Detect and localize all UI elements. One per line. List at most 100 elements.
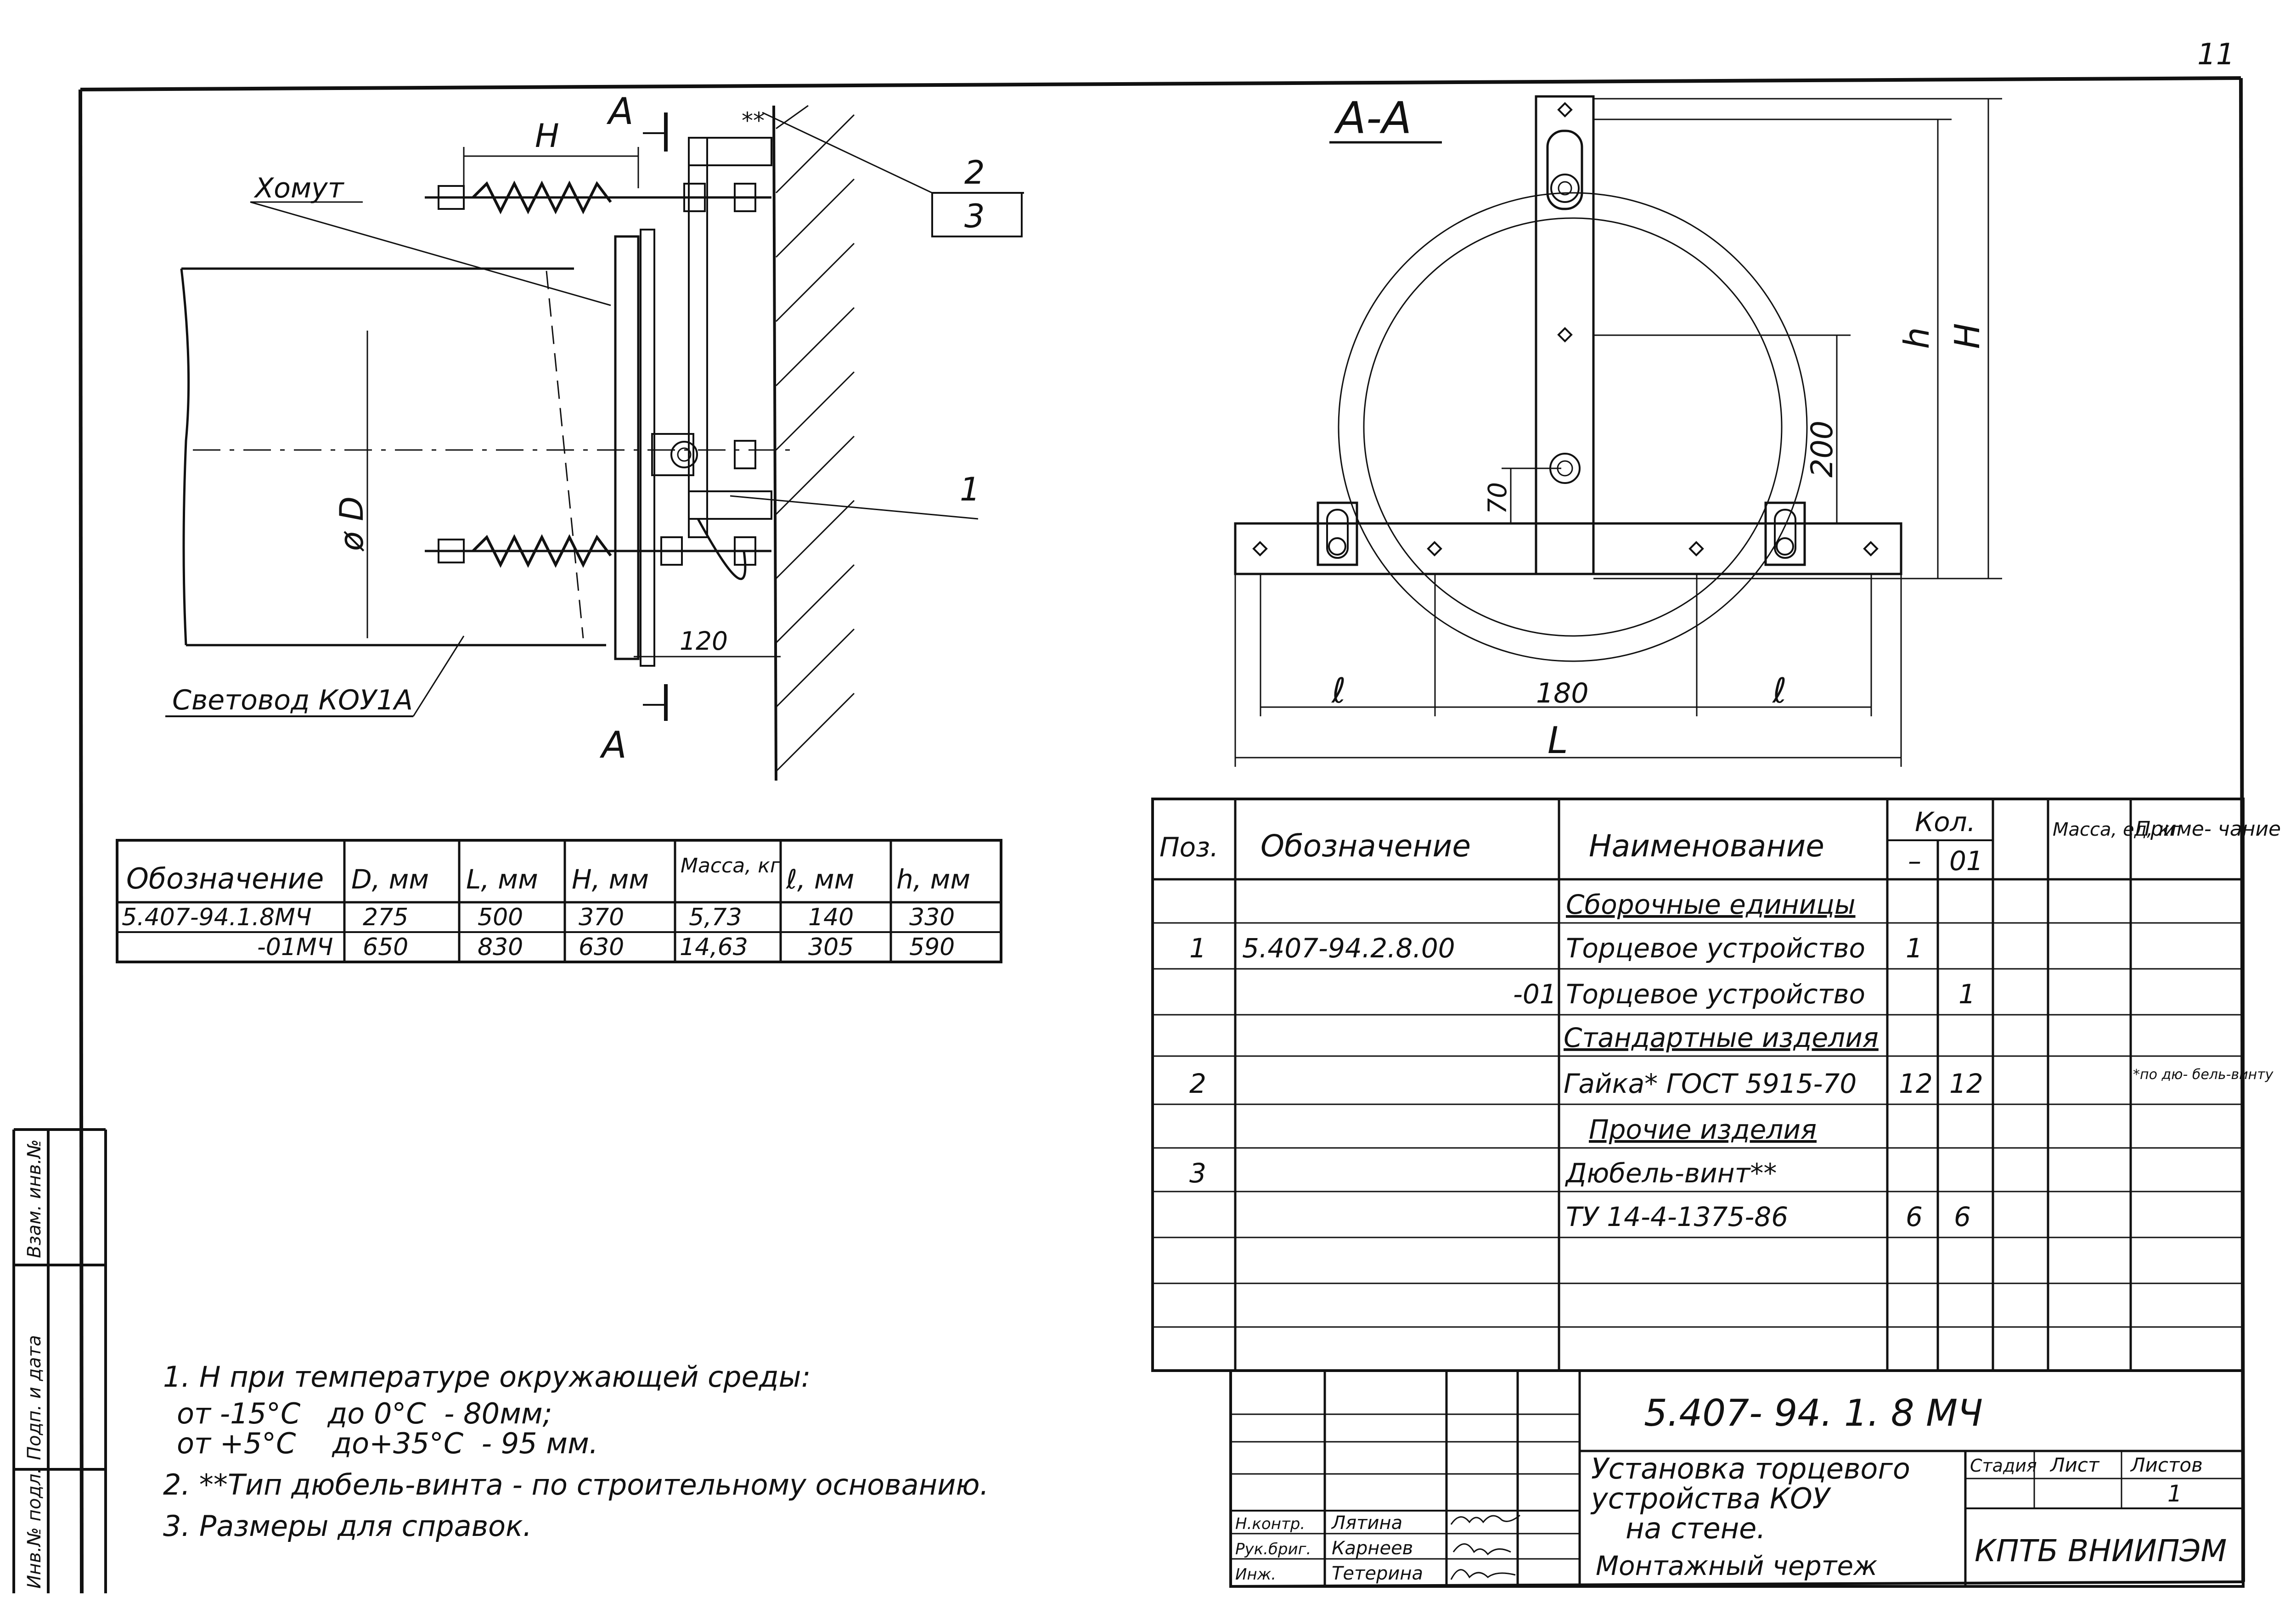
size-cell: 650 [363,933,408,961]
person-name: Тетерина [1332,1563,1423,1584]
spec-pos: 2 [1189,1068,1206,1099]
spec-qty: 1 [1906,933,1923,964]
sheets-value: 1 [2167,1480,2182,1507]
section-mark-top: A [606,90,634,133]
note-line: 1. H при температуре окружающей среды: [163,1360,810,1394]
spec-name: Гайка* ГОСТ 5915-70 [1564,1068,1857,1099]
spec-row: Прочие изделия [1589,1114,1817,1145]
role-label: Рук.бриг. [1235,1540,1311,1558]
spec-row: 1 5.407-94.2.8.00 Торцевое устройство 1 [1189,933,1923,964]
table-row: 5.407-94.1.8МЧ 275 500 370 5,73 140 330 [122,904,955,931]
title-block: 5.407- 94. 1. 8 МЧ Установка торцевого у… [1229,1369,2245,1588]
person-name: Карнеев [1332,1538,1413,1559]
note-line: от +5°С до+35°С - 95 мм. [177,1427,598,1460]
size-cell: 275 [363,904,408,931]
section-aa-view: А-А h H 200 70 [1234,93,2002,767]
dim-l-left: ℓ [1331,670,1346,711]
section-title: А-А [1334,93,1412,144]
dim-H-section: H [1947,323,1987,349]
size-col-H: H, мм [572,864,649,895]
size-cell: 630 [579,933,624,961]
spec-designation: 5.407-94.2.8.00 [1242,933,1455,964]
stamp-podp-data: Подп. и дата [24,1335,45,1460]
spec-name: Торцевое устройство [1566,978,1865,1010]
section-mark-bottom: A [599,724,627,766]
size-cell: 500 [478,904,523,931]
spec-row: -01 Торцевое устройство 1 [1513,978,1975,1010]
size-cell: 830 [478,933,523,961]
size-cell: 140 [808,904,854,931]
doc-title-line2: устройства КОУ [1590,1482,1832,1515]
pipe-circle-inner [1363,217,1783,637]
spec-qty: 1 [1958,978,1975,1010]
callout-2: 2 [964,154,985,191]
sheet-label: Лист [2049,1454,2100,1476]
size-col-mass: Масса, кг [681,854,781,877]
sheets-label: Листов [2130,1454,2203,1476]
doc-number: 5.407- 94. 1. 8 МЧ [1644,1392,1983,1434]
callout-1: 1 [960,471,980,508]
horizontal-strip [1234,522,1902,575]
role-label: Инж. [1235,1565,1276,1584]
spec-pos: 1 [1189,933,1206,964]
dim-70: 70 [1483,482,1512,514]
size-col-designation: Обозначение [126,862,324,895]
spec-col-qty: Кол. [1915,806,1975,838]
label-khomut: Хомут [253,172,345,204]
doc-title-line1: Установка торцевого [1591,1452,1910,1485]
role-label: Н.контр. [1235,1515,1305,1533]
dim-120: 120 [680,626,728,656]
doc-title-line4: Монтажный чертеж [1596,1550,1877,1581]
callout-3: 3 [964,197,985,235]
size-cell: 370 [579,904,624,931]
pipe-circle-outer [1338,192,1808,662]
spec-qty: 6 [1906,1201,1923,1232]
signature-1 [1450,1514,1520,1525]
spec-table: Поз. Обозначение Наименование Кол. – 01 … [1151,798,2281,1372]
size-col-l: ℓ, мм [786,864,854,895]
dim-l-right: ℓ [1772,670,1787,711]
vertical-strip [1535,95,1595,575]
spec-pos: 3 [1189,1158,1206,1189]
spec-col-qty-01: 01 [1949,845,1983,877]
dim-200: 200 [1805,421,1840,478]
size-cell: 305 [808,933,854,961]
spec-col-designation: Обозначение [1261,828,1471,864]
side-stamp: Инв.№ подл. Подп. и дата Взам. инв.№ [12,1128,107,1593]
dim-L: L [1548,719,1568,762]
dim-h: h [1896,327,1937,349]
spec-col-mass: Масса, ед, кг [2053,819,2180,840]
person-name: Лятина [1331,1512,1402,1534]
size-cell: 5.407-94.1.8МЧ [122,904,312,931]
stamp-inv-podl: Инв.№ подл. [24,1468,45,1589]
size-cell: -01МЧ [257,933,333,961]
spec-row: Сборочные единицы [1566,889,1856,920]
note-line: от -15°С до 0°С - 80мм; [177,1397,552,1430]
spec-name: Сборочные единицы [1566,889,1856,920]
spec-col-name: Наименование [1589,828,1824,864]
lower-bolt [425,440,771,580]
org-name: КПТБ ВНИИПЭМ [1975,1533,2227,1569]
spec-qty: 12 [1949,1068,1983,1099]
spec-row: 3 Дюбель-винт** [1189,1158,1777,1189]
note-line: 3. Размеры для справок. [163,1509,532,1543]
spec-name: ТУ 14-4-1375-86 [1566,1201,1788,1232]
left-elevation-view: H ø D 120 A A ** Хомут Световод КОУ1А 2 … [165,90,1024,781]
spec-col-qty-base: – [1908,845,1921,877]
spec-qty: 12 [1899,1068,1933,1099]
wall-marker: ** [742,107,765,134]
wall-hatch [772,105,855,781]
spec-row: Стандартные изделия [1564,1022,1879,1053]
spec-col-note: Приме- чание [2135,817,2281,841]
sheet-number: 11 [2197,38,2234,72]
spec-name: Торцевое устройство [1566,933,1865,964]
spec-name: Дюбель-винт** [1564,1158,1777,1189]
spec-note: *по дю- бель-винту [2133,1067,2274,1083]
dim-H-left: H [535,117,559,155]
spec-name: Стандартные изделия [1564,1022,1879,1053]
upper-bolt [425,180,771,214]
table-row: -01МЧ 650 830 630 14,63 305 590 [257,933,955,961]
signature-2 [1452,1543,1511,1556]
size-col-D: D, мм [351,864,429,895]
